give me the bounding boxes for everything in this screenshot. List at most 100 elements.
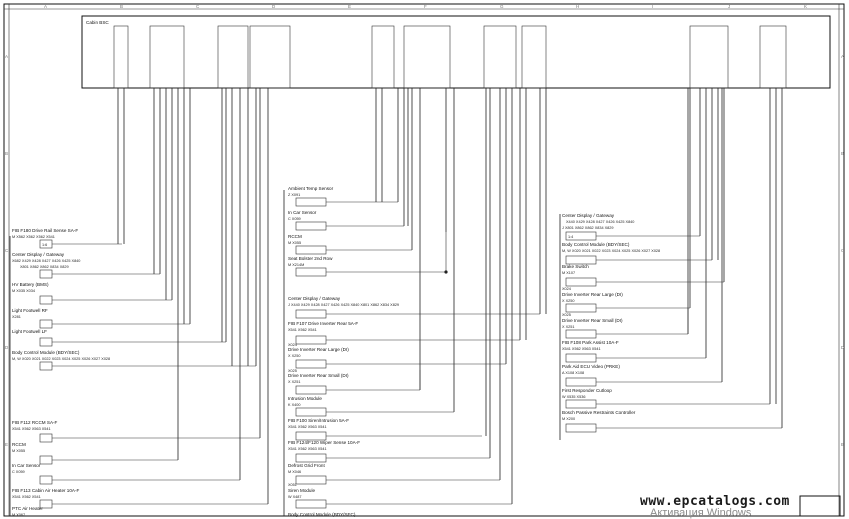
column-letter: D: [272, 4, 276, 9]
mid-comp-7: Drive Inverter Rear Small (DI): [288, 373, 349, 378]
left-comp-0: FIB F180 Drive Rail Sense SA-F: [12, 228, 78, 233]
title-block: [799, 495, 841, 517]
left-comp-6-codes: X541 X562 X563 X541: [12, 427, 51, 431]
right-comp-2: Brake Switch: [562, 264, 589, 269]
right-comp-3-codes: X X250: [562, 299, 574, 303]
right-horizontal-wires: [596, 235, 782, 429]
left-comp-1-codes: X682 X429 X428 X427 X426 X425 X840: [12, 259, 80, 263]
row-letter-right: A: [841, 54, 844, 59]
column-letter: H: [576, 4, 579, 9]
left-comp-9-codes: X541 X562 X541: [12, 495, 41, 499]
left-comp-4: Light Footwell LF: [12, 329, 47, 334]
column-letter: C: [196, 4, 200, 9]
right-comp-5: FIB F108 Park Assist 10A-F: [562, 340, 619, 345]
right-comp-6: Park Aid ECU Video (PRKE): [562, 364, 620, 369]
column-letter: K: [804, 4, 807, 9]
row-letter-left: E: [5, 442, 8, 447]
row-letter-left: B: [5, 151, 8, 156]
middle-components: Ambient Temp Sensor Z X091 In Car Sensor…: [288, 186, 399, 517]
right-comp-3-tag: X024: [562, 287, 571, 291]
mid-comp-10: FIB F124/F120 Wiper Sense 10A-F: [288, 440, 360, 445]
right-conn-label: 1:4: [568, 235, 573, 239]
right-comp-4: Drive Inverter Rear Small (DI): [562, 318, 623, 323]
mid-comp-12-tag: X051: [288, 483, 297, 487]
mid-comp-9-codes: X541 X562 X563 X541: [288, 425, 327, 429]
left-comp-3-codes: X281: [12, 315, 21, 319]
column-letter: A: [44, 4, 47, 9]
row-letter-right: C: [841, 248, 845, 253]
mid-comp-12: Siren Module: [288, 488, 316, 493]
mid-comp-2: RCCM: [288, 234, 302, 239]
right-comp-2-codes: M X107: [562, 271, 575, 275]
column-letter: J: [728, 4, 730, 9]
mid-comp-3-codes: M X214M: [288, 263, 304, 267]
splice-node: [444, 270, 448, 274]
left-comp-1-codes2: X801 X862 X862 X834 X829: [20, 265, 69, 269]
mid-comp-2-codes: M X055: [288, 241, 301, 245]
watermark-url: www.epcatalogs.com: [640, 494, 790, 509]
left-comp-2-codes: M X035 X034: [12, 289, 35, 293]
column-letter: B: [120, 4, 123, 9]
right-comp-0-codes: X440 X429 X428 X427 X426 X425 X840: [566, 220, 634, 224]
left-comp-2: HV Battery (BMS): [12, 282, 49, 287]
right-comp-5-codes: X541 X562 X563 X541: [562, 347, 601, 351]
right-comp-8-codes: M X200: [562, 417, 575, 421]
mid-comp-10-codes: X541 X562 X563 X541: [288, 447, 327, 451]
mid-comp-3: Seat Bolster 2nd Row: [288, 256, 333, 261]
mid-comp-8: Intrusion Module: [288, 396, 322, 401]
mid-comp-11-codes: M X046: [288, 470, 301, 474]
row-ticks: ABCDEFABCDEF: [5, 54, 845, 447]
cabin-label: Cabin BSC: [86, 20, 109, 25]
right-components: Center Display / Gateway X440 X429 X428 …: [562, 213, 660, 421]
right-comp-0-codes2: J X801 X862 X862 X834 X829: [562, 226, 614, 230]
mid-comp-5-codes: X541 X562 X541: [288, 328, 317, 332]
mid-comp-7-tag: X025: [288, 369, 297, 373]
column-letter: I: [652, 4, 653, 9]
right-comp-8: Bosch Passive Restraints Controller: [562, 410, 636, 415]
right-connectors: [565, 231, 597, 433]
column-letter: F: [424, 4, 427, 9]
row-letter-right: B: [841, 151, 844, 156]
mid-comp-12-codes: W X487: [288, 495, 302, 499]
mid-comp-1: In Car Sensor: [288, 210, 317, 215]
mid-comp-0-codes: Z X091: [288, 193, 300, 197]
left-conn-label: 1:6: [42, 243, 47, 247]
mid-comp-1-codes: C X059: [288, 217, 301, 221]
left-comp-3: Light Footwell RF: [12, 308, 48, 313]
mid-comp-9: FIB F100 Siren/Intrusion 5A-F: [288, 418, 349, 423]
row-letter-left: A: [5, 54, 8, 59]
left-comp-10: PTC Air Heater: [12, 506, 43, 511]
mid-comp-4: Center Display / Gateway: [288, 296, 341, 301]
left-comp-5-codes: M, W X020 X021 X022 X023 X024 X025 X026 …: [12, 357, 110, 361]
left-horizontal-wires: [52, 243, 268, 505]
right-comp-7-codes: W X535 X536: [562, 395, 585, 399]
left-comp-0-codes: M X562 X562 X562 X541: [12, 235, 55, 239]
left-comp-7: RCCM: [12, 442, 26, 447]
mid-comp-6: Drive Inverter Rear Large (DI): [288, 347, 349, 352]
left-connectors: [39, 239, 53, 509]
mid-comp-13: Body Control Module (BDY/SEC): [288, 512, 356, 517]
mid-comp-5: FIB F107 Drive Inverter Rear 5A-F: [288, 321, 358, 326]
left-comp-1: Center Display / Gateway: [12, 252, 65, 257]
column-ticks: A B C D E F G H I J K: [44, 4, 807, 9]
left-comp-5: Body Control Module (BDY/SEC): [12, 350, 80, 355]
column-letter: G: [500, 4, 504, 9]
right-comp-7: First Responder Cutloop: [562, 388, 612, 393]
mid-comp-6-tag: X024: [288, 343, 297, 347]
right-comp-4-tag: X025: [562, 313, 571, 317]
left-comp-7-codes: M X055: [12, 449, 25, 453]
row-letter-right: D: [841, 345, 845, 350]
mid-comp-7-codes: X X251: [288, 380, 300, 384]
pin-groups: [113, 25, 787, 89]
left-comp-8: In Car Sensor: [12, 463, 41, 468]
column-letter: E: [348, 4, 351, 9]
row-letter-left: C: [5, 248, 9, 253]
row-letter-left: D: [5, 345, 9, 350]
vertical-wires: [117, 88, 783, 504]
right-comp-3: Drive Inverter Rear Large (DI): [562, 292, 623, 297]
mid-comp-6-codes: X X250: [288, 354, 300, 358]
right-comp-6-codes: A X108 X108: [562, 371, 584, 375]
mid-comp-0: Ambient Temp Sensor: [288, 186, 334, 191]
row-letter-right: E: [841, 442, 844, 447]
